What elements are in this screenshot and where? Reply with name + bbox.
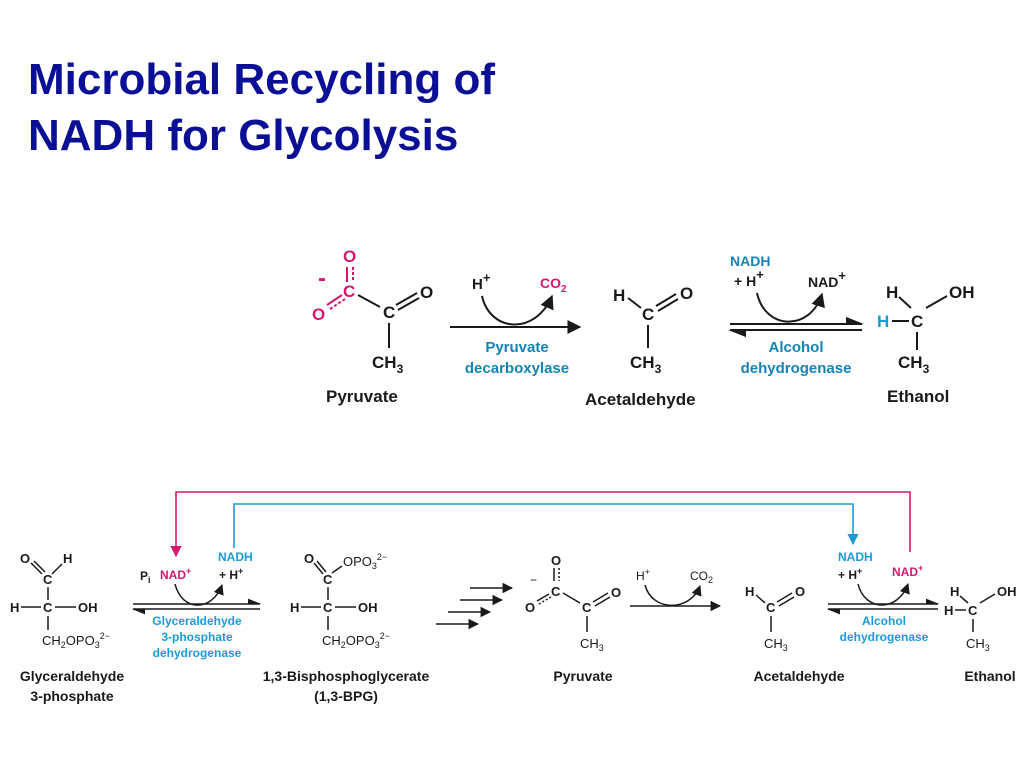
g3p-oh: OH [78,600,98,615]
nad-product: NAD+ [808,268,846,290]
ald-h: H [745,584,754,599]
eth-c: C [968,603,978,618]
acetaldehyde-label: Acetaldehyde [753,668,844,684]
ethanol-oh: OH [949,283,975,302]
nadh-recycle-line [233,503,859,548]
pyruvate-label: Pyruvate [553,668,612,684]
pyr-c1: C [551,584,561,599]
title-line-2: NADH for Glycolysis [28,111,459,160]
co2-product: CO2 [540,275,567,295]
aldehyde-c: C [642,305,654,324]
eth-h-top: H [950,584,959,599]
bpg-c-top: C [323,572,333,587]
enzyme-pyruvate-decarboxylase-2: decarboxylase [465,360,569,377]
g3p-c-mid: C [43,600,53,615]
enzyme-adh-1: Alcohol [862,614,906,628]
inorganic-phosphate: Pi [140,569,151,585]
top-pyruvate: - O C O C O CH3 Pyruvate [312,247,433,406]
bpg-oh: OH [358,600,378,615]
enzyme-adh-2: dehydrogenase [840,630,929,644]
bpg-label-1: 1,3-Bisphosphoglycerate [263,668,430,684]
acetaldehyde-label: Acetaldehyde [585,390,696,409]
bottom-multistep-arrows [436,582,514,630]
g3p-h-top: H [63,551,72,566]
pyr-o-keto: O [611,585,621,600]
carboxyl-o-top: O [343,247,356,266]
methyl-group: CH3 [966,636,990,653]
bottom-bpg: O OPO32− C H C OH CH2OPO32− 1,3-Bisphosp… [263,551,430,704]
ethanol-h-added: H [877,312,889,331]
g3p-phosphate-group: CH2OPO32− [42,631,110,650]
ethanol-label: Ethanol [964,668,1015,684]
enzyme-pyruvate-decarboxylase-1: Pyruvate [485,339,548,356]
bottom-step-alcohol-dehydrogenase: NADH + H+ NAD+ Alcohol dehydrogenase [826,550,940,644]
top-step-decarboxylase: H+ CO2 Pyruvate decarboxylase [450,270,582,377]
plus-proton: + H+ [734,267,764,289]
top-acetaldehyde: H C O CH3 Acetaldehyde [585,284,696,409]
pyr-o-left: O [525,600,535,615]
bottom-g3p: O H C H C OH CH2OPO32− Glyceraldehyde 3-… [10,551,124,704]
carboxyl-o-left: O [312,305,325,324]
nadh-product: NADH [218,550,253,564]
top-step-alcohol-dehydrogenase: NADH + H+ NAD+ Alcohol dehydrogenase [728,253,864,377]
methyl-group: CH3 [764,636,788,653]
ethanol-c: C [911,312,923,331]
eth-oh: OH [997,584,1017,599]
plus-proton: + H+ [219,566,243,582]
pyr-c2: C [582,600,592,615]
g3p-c-top: C [43,572,53,587]
bpg-acyl-phosphate: OPO32− [343,552,387,571]
methyl-group: CH3 [630,353,662,376]
g3p-h-left: H [10,600,19,615]
aldehyde-o: O [680,284,693,303]
g3p-label-1: Glyceraldehyde [20,668,124,684]
bpg-c-mid: C [323,600,333,615]
bottom-pyruvate: − O C O C O CH3 Pyruvate [525,553,621,684]
proton: H+ [472,270,491,293]
charge-sign: - [318,265,326,292]
plus-proton: + H+ [838,566,862,582]
enzyme-gapdh-1: Glyceraldehyde [152,614,242,628]
nad-cofactor: NAD+ [160,566,191,582]
nadh-cofactor: NADH [838,550,873,564]
bottom-step-gapdh: Pi NAD+ NADH + H+ Glyceraldehyde 3-phosp… [131,550,262,660]
ald-o: O [795,584,805,599]
bpg-o: O [304,551,314,566]
ethanol-h-top: H [886,283,898,302]
carboxyl-c: C [343,282,355,301]
g3p-o: O [20,551,30,566]
ethanol-label: Ethanol [887,387,949,406]
methyl-group: CH3 [898,353,930,376]
ald-c: C [766,600,776,615]
keto-o: O [420,283,433,302]
g3p-label-2: 3-phosphate [30,688,113,704]
pyr-o-top: O [551,553,561,568]
eth-h-left: H [944,603,953,618]
aldehyde-h: H [613,286,625,305]
enzyme-alcohol-dehydrogenase-1: Alcohol [769,339,824,356]
proton: H+ [636,567,650,583]
methyl-group: CH3 [580,636,604,653]
methyl-group: CH3 [372,353,404,376]
nad-recycle-line [170,491,911,558]
enzyme-gapdh-2: 3-phosphate [161,630,233,644]
bottom-ethanol: H OH H C CH3 Ethanol [944,584,1017,684]
bpg-h-left: H [290,600,299,615]
nadh-cofactor: NADH [730,253,770,269]
enzyme-alcohol-dehydrogenase-2: dehydrogenase [741,360,852,377]
keto-c: C [383,303,395,322]
bpg-label-2: (1,3-BPG) [314,688,378,704]
title-line-1: Microbial Recycling of [28,55,495,104]
top-ethanol: H OH H C CH3 Ethanol [877,283,975,406]
co2-product: CO2 [690,569,713,585]
bpg-phosphate-group: CH2OPO32− [322,631,390,650]
bottom-step-decarboxylase: H+ CO2 [630,567,722,612]
bottom-acetaldehyde: H C O CH3 Acetaldehyde [745,584,845,684]
slide-title: Microbial Recycling of NADH for Glycolys… [28,52,728,164]
nad-product: NAD+ [892,563,923,579]
pyruvate-label: Pyruvate [326,387,398,406]
charge-sign: − [530,573,537,587]
enzyme-gapdh-3: dehydrogenase [153,646,242,660]
